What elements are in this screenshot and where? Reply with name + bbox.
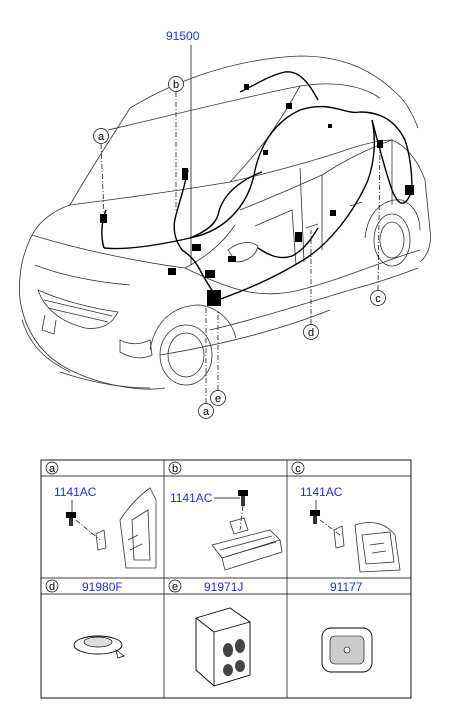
callout-c: c <box>370 147 386 306</box>
bolt-icon <box>238 490 248 506</box>
car-body-illustration <box>19 55 431 390</box>
svg-text:a: a <box>203 406 210 418</box>
callout-a-bottom: a <box>198 306 214 419</box>
part-number-c: 1141AC <box>300 485 343 499</box>
svg-text:b: b <box>173 79 179 91</box>
part-number-f: 91177 <box>330 580 363 594</box>
part-number-b: 1141AC <box>170 491 213 505</box>
detail-cell-f: 91177 <box>321 580 373 673</box>
bolt-icon <box>310 510 320 524</box>
connector-block-icon <box>195 607 251 687</box>
wiring-harness <box>100 71 414 306</box>
detail-cell-d: d 91980F <box>45 579 125 659</box>
detail-cell-c: c 1141AC <box>291 461 401 573</box>
svg-text:d: d <box>308 327 314 339</box>
grommet-icon <box>73 635 125 659</box>
part-number-d: 91980F <box>82 580 123 594</box>
detail-cell-e: e 91971J <box>168 579 251 687</box>
svg-text:e: e <box>172 581 178 593</box>
callout-d: d <box>303 230 319 340</box>
svg-text:e: e <box>215 393 221 405</box>
rubber-plug-icon <box>321 627 373 673</box>
callout-e: e <box>210 312 226 406</box>
main-part-number: 91500 <box>166 29 200 43</box>
svg-text:a: a <box>49 463 56 475</box>
detail-cell-a: a 1141AC <box>45 461 157 569</box>
detail-cell-b: b 1141AC <box>168 461 283 571</box>
svg-text:c: c <box>295 463 301 475</box>
callout-a-top: a <box>93 128 109 215</box>
part-number-a: 1141AC <box>54 485 97 499</box>
bolt-icon <box>66 512 76 526</box>
detail-table <box>40 459 412 699</box>
svg-text:c: c <box>375 293 381 305</box>
svg-text:b: b <box>172 463 178 475</box>
callout-b: b <box>168 76 184 210</box>
part-number-e: 91971J <box>204 580 243 594</box>
svg-text:d: d <box>49 581 55 593</box>
svg-text:a: a <box>98 131 105 143</box>
